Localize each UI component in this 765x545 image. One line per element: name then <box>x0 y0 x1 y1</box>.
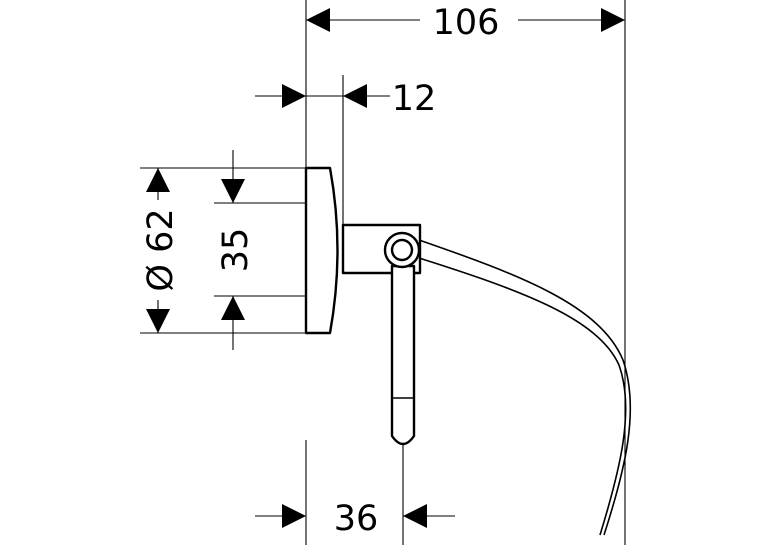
dimension-rosette-diameter: Ø 62 <box>140 168 181 333</box>
arrowhead <box>282 504 306 528</box>
dimension-base-depth: 12 <box>255 79 436 119</box>
arrowhead <box>146 309 170 333</box>
dimension-overall-width: 106 <box>306 3 625 43</box>
arrowhead <box>601 8 625 32</box>
wire-loop-lower <box>418 257 627 536</box>
arrowhead <box>403 504 427 528</box>
vertical-hook <box>390 264 416 446</box>
towel-holder-part <box>304 166 632 536</box>
arrowhead <box>221 179 245 203</box>
dim-label-35: 35 <box>216 228 256 273</box>
wall-rosette <box>304 166 339 335</box>
dim-label-diameter-62: Ø 62 <box>141 208 181 291</box>
arrowhead <box>343 84 367 108</box>
dim-label-106: 106 <box>433 3 500 43</box>
arrowhead <box>282 84 306 108</box>
arrowhead <box>306 8 330 32</box>
arrowhead <box>146 168 170 192</box>
dim-label-12: 12 <box>392 79 437 119</box>
dimension-hook-offset: 36 <box>255 499 455 539</box>
pivot-inner <box>390 238 414 262</box>
dimension-mount-spacing: 35 <box>216 150 256 350</box>
wire-loop-upper <box>418 239 632 536</box>
arrowhead <box>221 296 245 320</box>
dim-label-36: 36 <box>334 499 379 539</box>
